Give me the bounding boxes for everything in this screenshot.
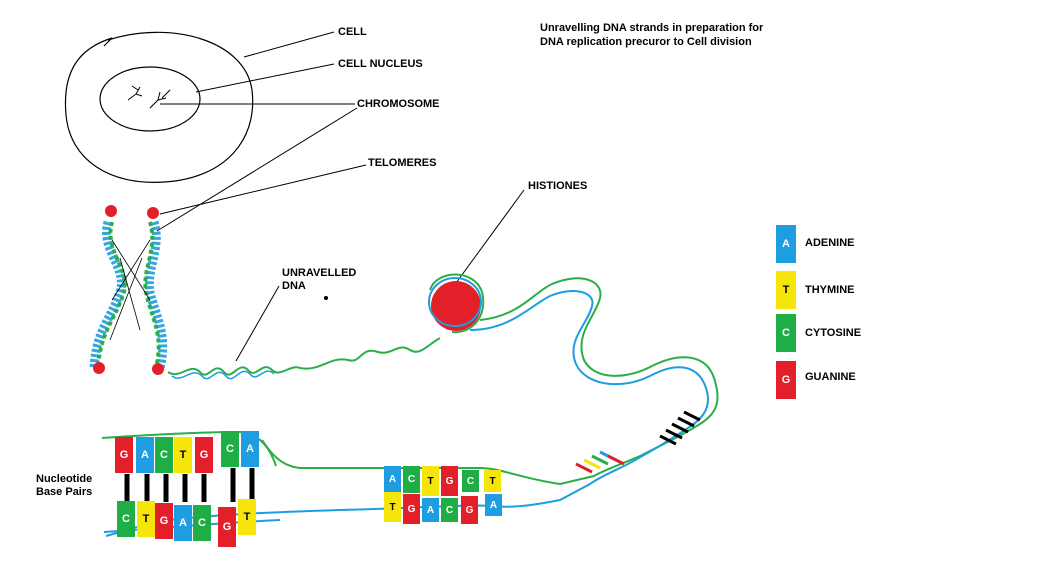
nucleotide-C: C [221,431,239,467]
legend-label: THYMINE [805,284,855,296]
nucleotide-G: G [403,494,420,524]
legend-label: CYTOSINE [805,327,862,339]
telomeres-pointer [159,164,367,215]
big-pair-bonds [124,468,255,502]
chromosome [89,220,168,370]
legend-swatch-T: T [776,271,796,309]
unravelled-pointer [235,285,280,362]
colored-rungs [575,450,625,474]
legend-label: GUANINE [805,371,856,383]
nucleotide-C: C [117,501,135,537]
nucleotide-A: A [485,494,502,516]
legend-swatch-G: G [776,361,796,399]
nucleotide-G: G [461,496,478,524]
nucleotide-A: A [241,431,259,467]
tiny-chromosome-2 [149,89,171,109]
nucleotide-T: T [484,470,501,492]
legend-swatch-C: C [776,314,796,352]
unravelled-dna-strand [167,337,441,376]
legend-swatch-A: A [776,225,796,263]
nucleotide-A: A [174,505,192,541]
nucleotide-T: T [384,492,401,522]
cell-outline [64,31,254,183]
nucleotide-T: T [174,437,192,473]
nucleotide-G: G [115,437,133,473]
telomere-top-right [147,207,159,219]
label-cell: CELL [338,26,367,38]
nucleotide-C: C [193,505,211,541]
cell-nucleus-outline [99,66,201,132]
dot-marker [324,296,328,300]
telomere-bottom-right [152,363,164,375]
nucleus-pointer [195,63,335,93]
telomere-bottom-left [93,362,105,374]
diagram-title: Unravelling DNA strands in preparation f… [540,22,764,48]
label-telomeres: TELOMERES [368,157,437,169]
histone [431,281,481,331]
label-histiones: HISTIONES [528,180,588,192]
nucleotide-G: G [441,466,458,496]
tiny-chromosome-1 [127,85,143,101]
histone-wrap-green [429,273,485,334]
cell-pointer [243,31,335,58]
telomere-top-left [105,205,117,217]
nucleotide-G: G [195,437,213,473]
dna-loop-strand-green [261,277,719,486]
label-chromosome: CHROMOSOME [357,98,440,110]
nucleotide-T: T [137,501,155,537]
nucleotide-C: C [403,466,420,493]
nucleotide-G: G [218,507,236,547]
nucleotide-G: G [155,503,173,539]
nucleotide-A: A [422,498,439,522]
nucleotide-A: A [384,466,401,493]
histone-wrap [428,277,482,327]
legend-label: ADENINE [805,237,855,249]
chromosome-pointer-2 [156,107,358,232]
unravelled-dna-strand-blue [171,370,275,380]
nucleotide-C: C [462,470,479,492]
label-nucleotide-base-pairs: Nucleotide Base Pairs [36,473,93,498]
label-cell-nucleus: CELL NUCLEUS [338,58,423,70]
black-rungs [659,410,701,446]
nucleotide-A: A [136,437,154,473]
nucleotide-T: T [422,466,439,496]
histiones-pointer [455,189,525,284]
label-unravelled-dna: UNRAVELLED DNA [282,267,357,292]
nucleotide-C: C [155,437,173,473]
nucleotide-C: C [441,498,458,522]
dna-loop-strand-blue [105,290,709,537]
nucleotide-T: T [238,499,256,535]
